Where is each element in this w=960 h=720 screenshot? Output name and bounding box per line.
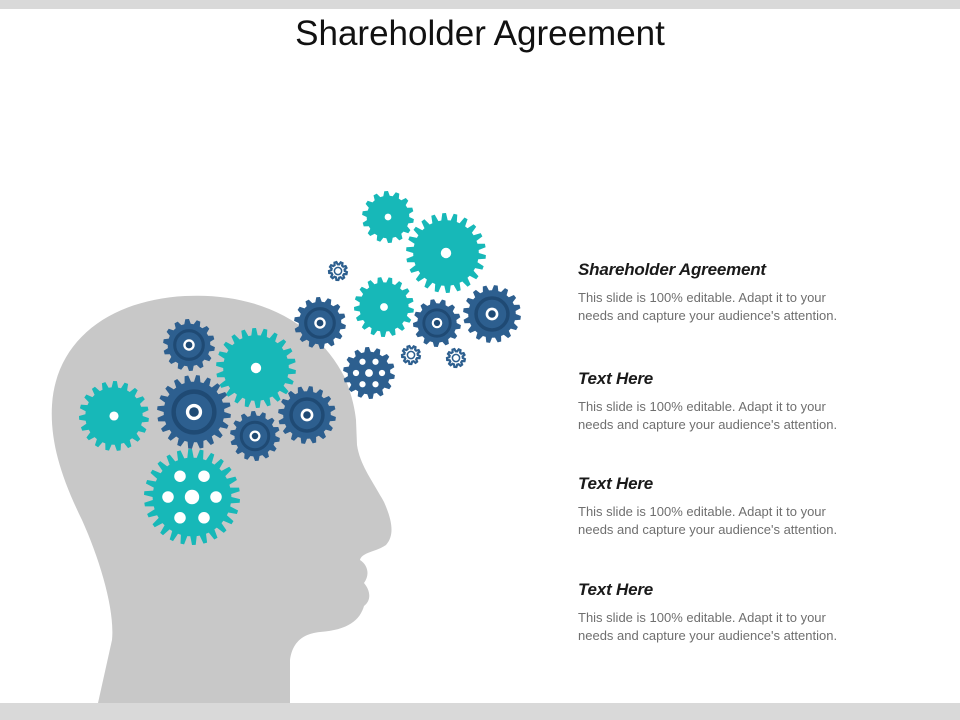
gear-icon — [406, 213, 486, 293]
gear-icon — [413, 299, 461, 347]
text-block-2: Text Here This slide is 100% editable. A… — [578, 369, 908, 434]
gear-icon — [327, 260, 349, 282]
gear-icon — [354, 277, 414, 337]
gear-icon — [400, 344, 422, 366]
bottom-bar — [0, 703, 960, 720]
text-block-title: Text Here — [578, 580, 654, 599]
top-bar — [0, 0, 960, 9]
text-block-body: This slide is 100% editable. Adapt it to… — [578, 504, 838, 537]
gear-icon — [79, 381, 149, 451]
gear-icon — [294, 297, 346, 349]
gear-icon — [216, 328, 296, 408]
text-block-title: Text Here — [578, 369, 654, 388]
text-block-title: Shareholder Agreement — [578, 260, 766, 279]
text-block-3: Text Here This slide is 100% editable. A… — [578, 474, 908, 539]
gear-icon — [463, 285, 521, 343]
text-block-1: Shareholder Agreement This slide is 100%… — [578, 260, 908, 325]
text-block-body: This slide is 100% editable. Adapt it to… — [578, 290, 838, 323]
gear-icon — [230, 411, 280, 461]
gear-icon — [144, 449, 240, 545]
gear-icon — [362, 191, 414, 243]
text-block-body: This slide is 100% editable. Adapt it to… — [578, 610, 838, 643]
gear-icon — [163, 319, 215, 371]
gear-icon — [445, 347, 467, 369]
gear-icon — [343, 347, 395, 399]
gear-icon — [157, 375, 231, 449]
text-block-4: Text Here This slide is 100% editable. A… — [578, 580, 908, 645]
gear-icon — [278, 386, 336, 444]
text-block-title: Text Here — [578, 474, 654, 493]
text-block-body: This slide is 100% editable. Adapt it to… — [578, 399, 838, 432]
slide-title: Shareholder Agreement — [295, 14, 665, 53]
